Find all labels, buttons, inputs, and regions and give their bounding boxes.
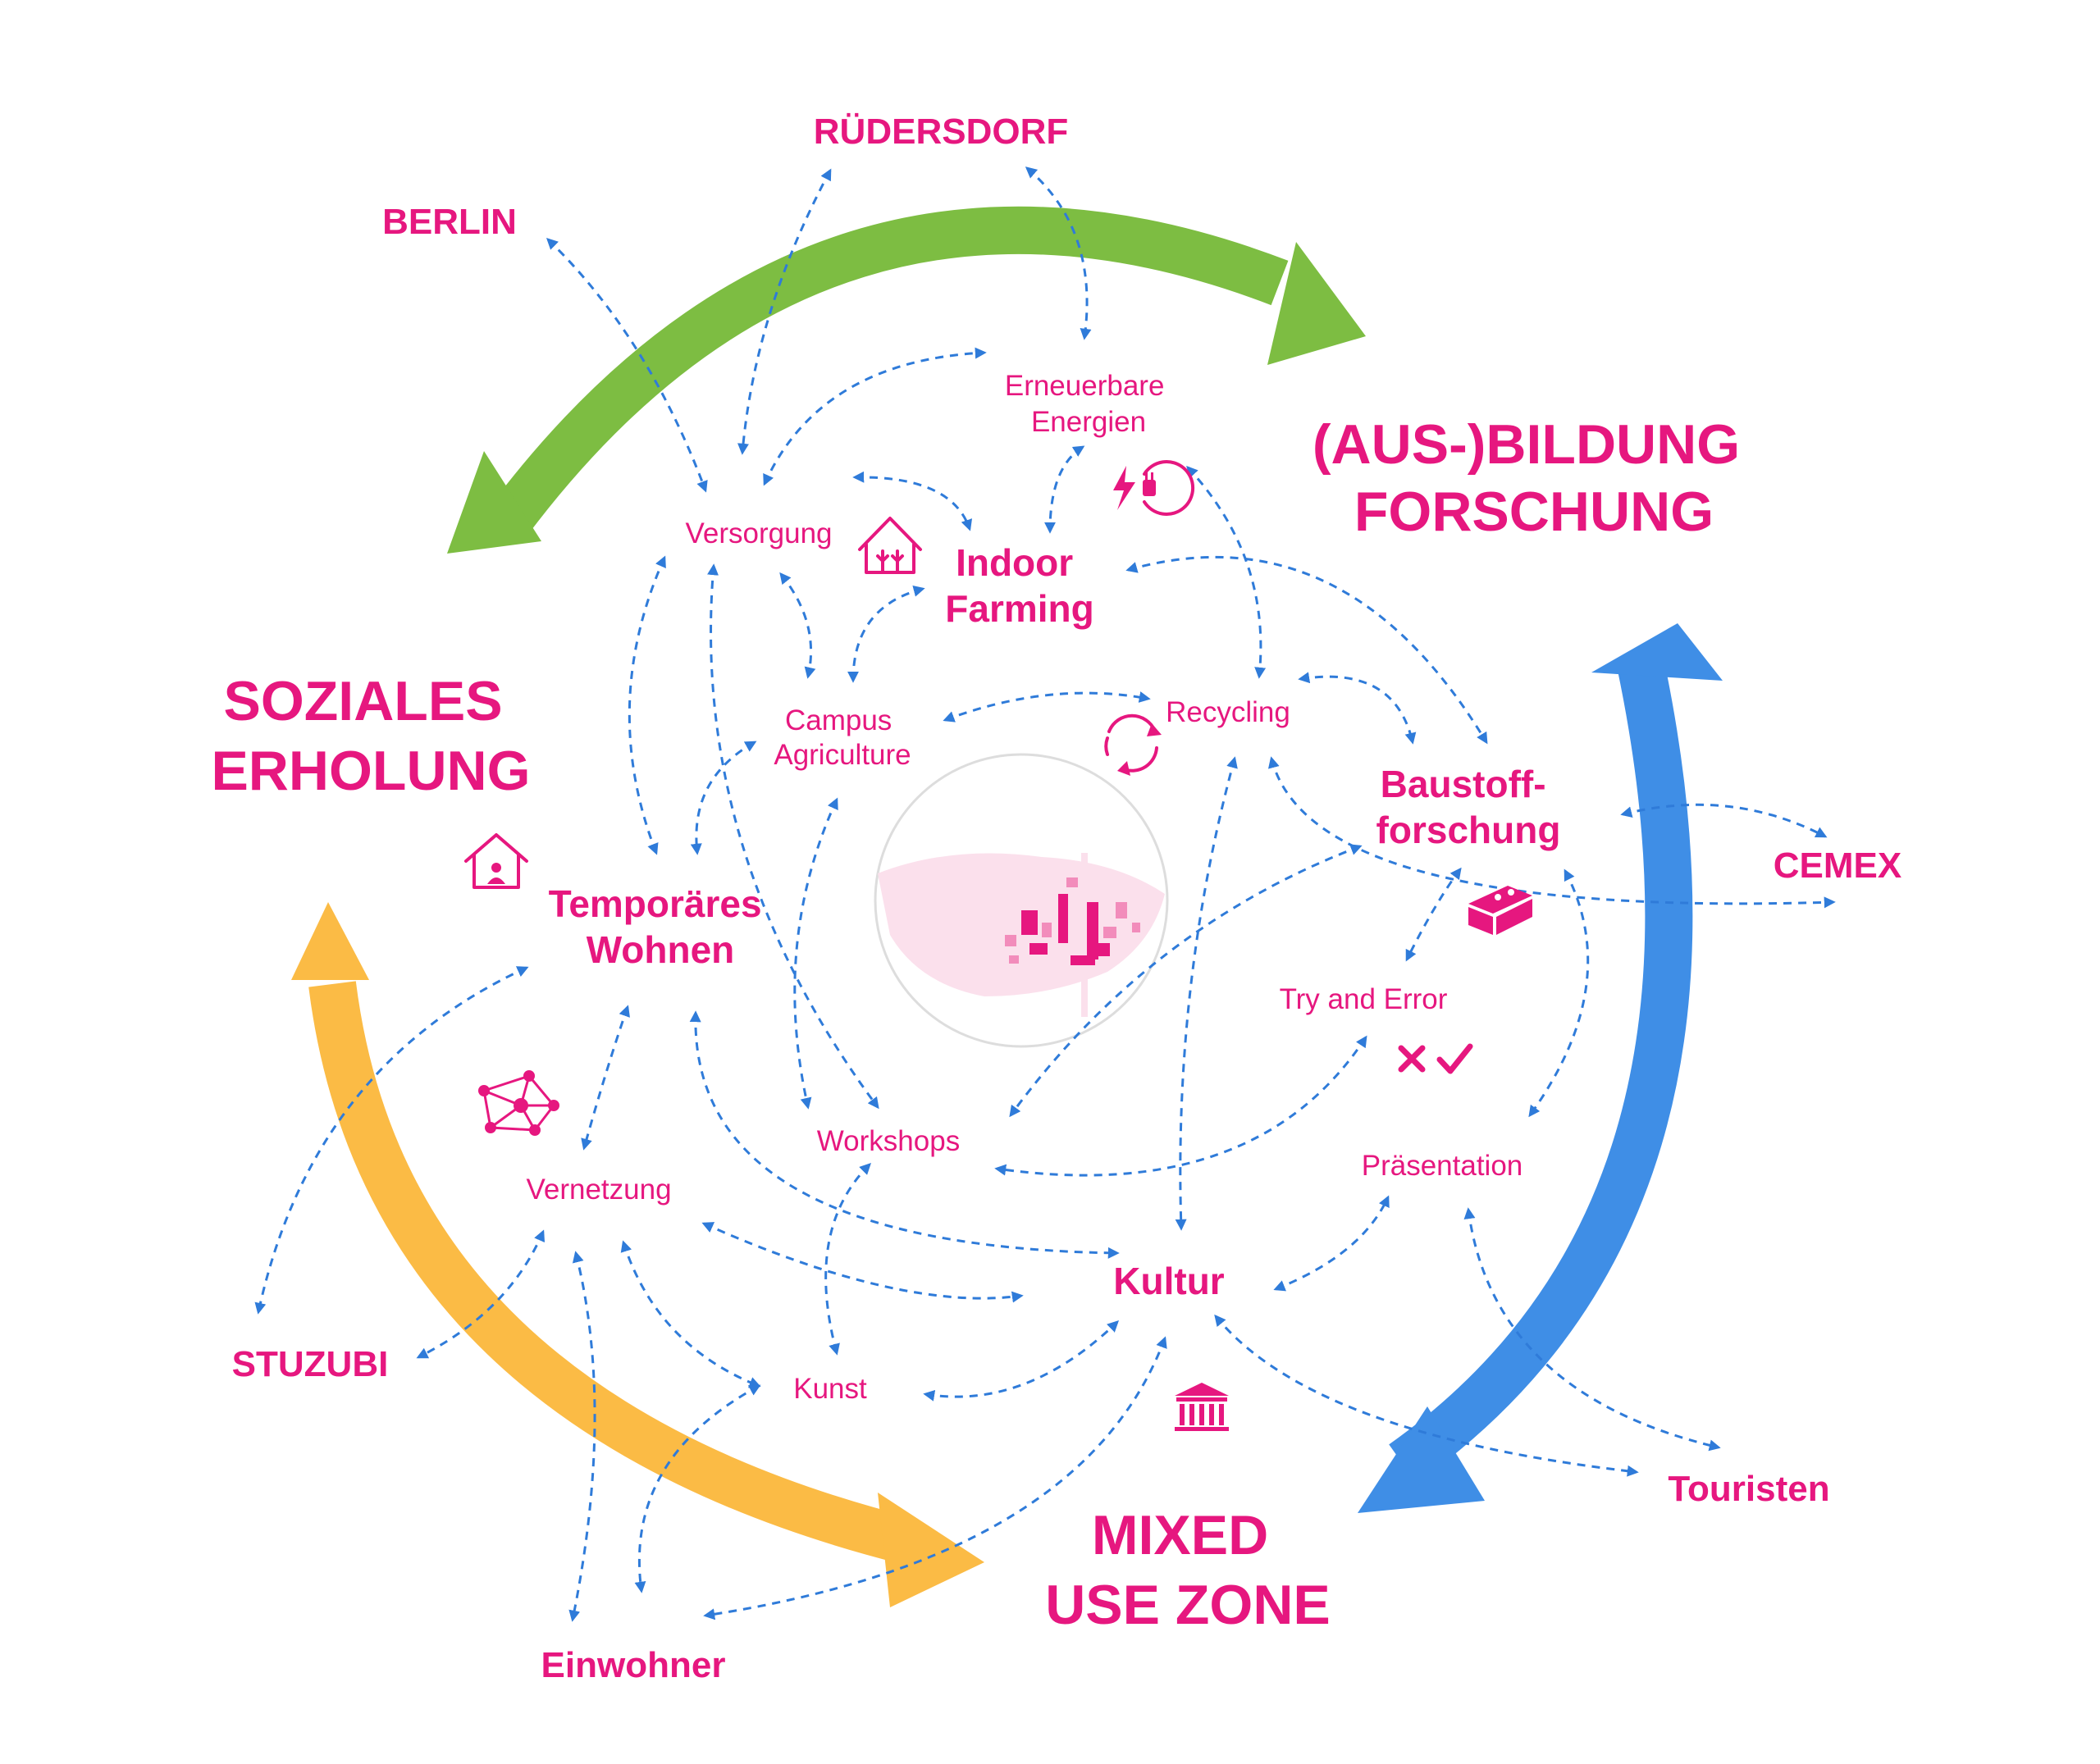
node-versorgung: Versorgung: [685, 517, 832, 549]
connectors: [254, 166, 1836, 1622]
zone-label-mixed-use: MIXED USE ZONE: [1045, 1504, 1331, 1636]
node-try-and-error: Try and Error: [1280, 983, 1448, 1015]
node-ruedersdorf: RÜDERSDORF: [814, 112, 1068, 152]
zone-label-bildung: (AUS-)BILDUNG FORSCHUNG: [1312, 413, 1755, 543]
node-vernetzung: Vernetzung: [526, 1174, 671, 1206]
node-workshops: Workshops: [817, 1125, 960, 1157]
hub-indoor-farming: Indoor Farming: [945, 541, 1093, 630]
node-praesentation: Präsentation: [1362, 1150, 1523, 1182]
node-stuzubi: STUZUBI: [232, 1344, 389, 1384]
hub-temporaeres-wohnen: Temporäres Wohnen: [549, 882, 773, 971]
node-recycling: Recycling: [1166, 696, 1290, 728]
node-berlin: BERLIN: [382, 202, 517, 242]
node-kunst: Kunst: [793, 1373, 867, 1405]
brick-icon: [1468, 886, 1532, 935]
hub-kultur: Kultur: [1113, 1260, 1225, 1302]
museum-icon: [1175, 1383, 1229, 1431]
node-einwohner: Einwohner: [541, 1645, 726, 1685]
house-person-icon: [464, 833, 528, 889]
node-touristen: Touristen: [1668, 1469, 1829, 1509]
site-plan-map: [874, 753, 1169, 1048]
hub-baustoffforschung: Baustoff- forschung: [1376, 763, 1561, 851]
node-erneuerbare-energien: Erneuerbare Energien: [1005, 370, 1172, 438]
energy-plug-icon: [1113, 460, 1195, 516]
zone-label-soziales: SOZIALES ERHOLUNG: [211, 670, 530, 802]
node-campus-agriculture: Campus Agriculture: [774, 704, 911, 771]
yellow-cycle-arrow: [291, 902, 984, 1607]
blue-cycle-arrow: [1358, 623, 1723, 1513]
network-icon: [478, 1070, 559, 1136]
greenhouse-icon: [858, 517, 922, 574]
green-cycle-arrow: [447, 206, 1366, 554]
cross-check-icon: [1398, 1043, 1473, 1074]
node-cemex: CEMEX: [1774, 846, 1901, 886]
recycling-icon: [1104, 713, 1162, 776]
